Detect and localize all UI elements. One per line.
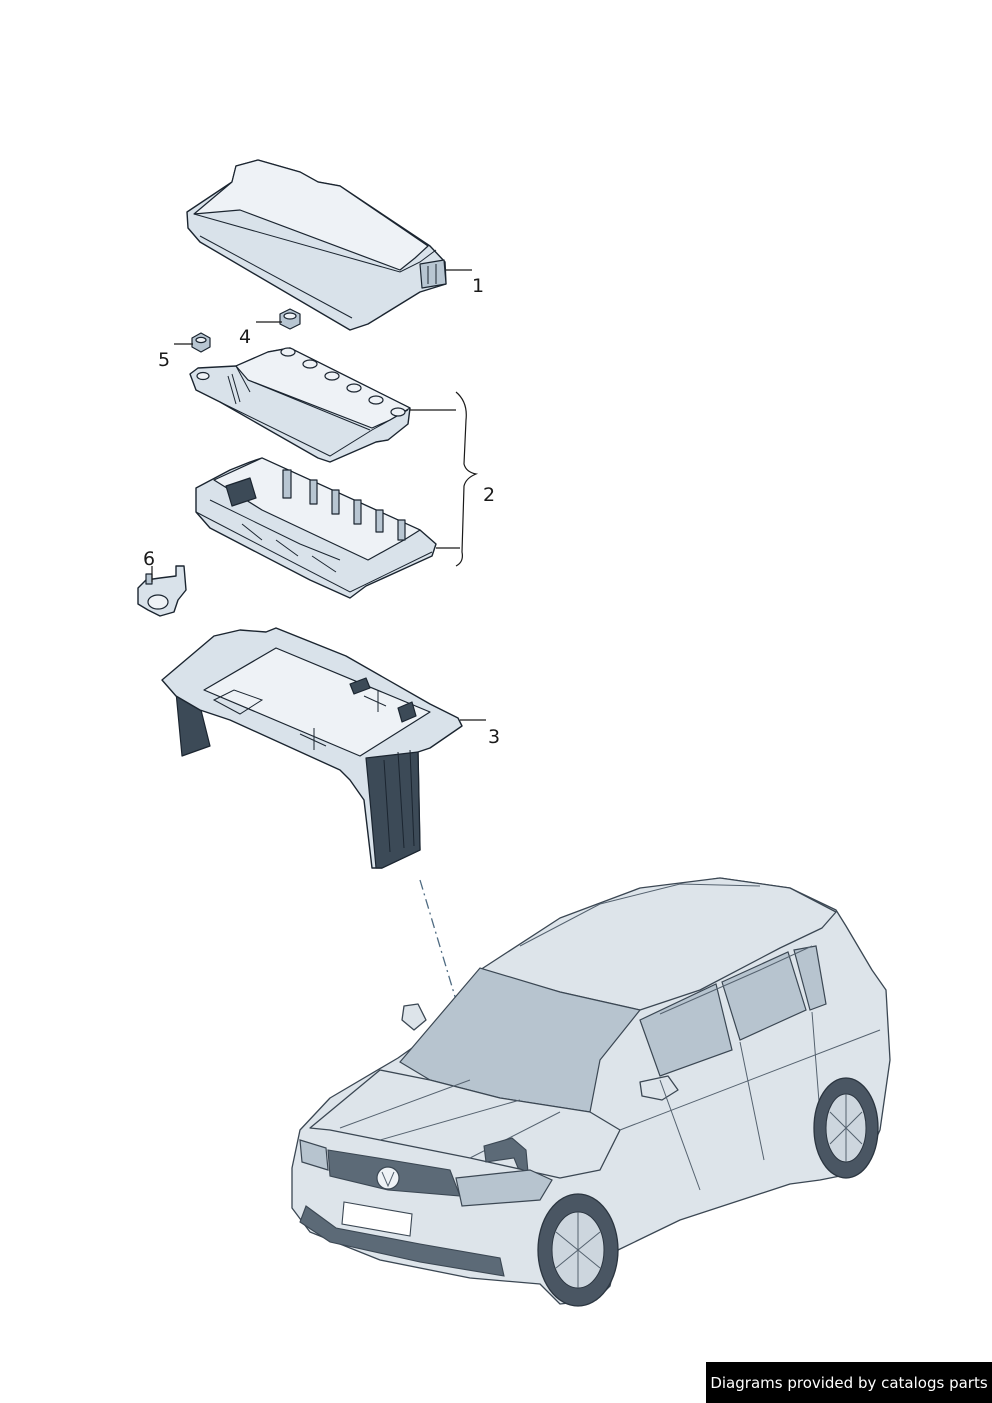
callout-6: 6 (143, 548, 155, 570)
vehicle-suv (291, 877, 891, 1307)
callout-3: 3 (488, 726, 500, 748)
fuse-box-cover[interactable] (186, 159, 447, 331)
nut-part-4[interactable] (279, 308, 301, 330)
nut-part-5[interactable] (191, 332, 211, 353)
callout-5: 5 (158, 349, 170, 371)
callout-2: 2 (483, 484, 495, 506)
watermark-banner: Diagrams provided by catalogs parts (706, 1362, 992, 1403)
leader-lines (151, 269, 486, 721)
battery-tray-part-3[interactable] (161, 627, 463, 869)
cable-clamp-part-6[interactable] (137, 565, 187, 617)
fuse-holder-upper[interactable] (189, 347, 411, 463)
fuse-carrier-lower[interactable] (195, 457, 437, 599)
callout-1: 1 (472, 275, 484, 297)
callout-4: 4 (239, 326, 251, 348)
